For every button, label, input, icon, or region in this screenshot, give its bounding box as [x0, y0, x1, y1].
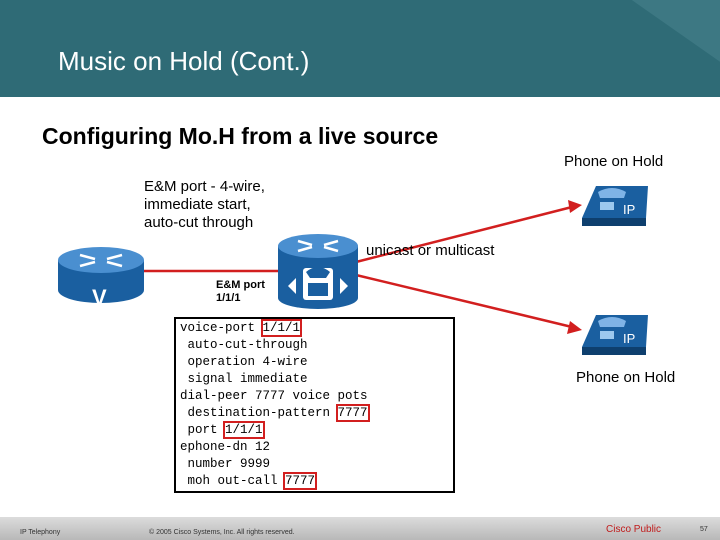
config-line: destination-pattern 7777 — [180, 404, 370, 422]
em-port-label-line: E&M port — [216, 279, 265, 291]
header-bar: Music on Hold (Cont.) — [0, 0, 720, 97]
config-line: moh out-call 7777 — [180, 472, 318, 490]
em-port-label-line: 1/1/1 — [216, 292, 241, 304]
config-text: destination-pattern — [180, 406, 338, 420]
moh-gateway-icon — [278, 234, 358, 309]
ip-phone-top-badge: IP — [623, 202, 635, 217]
em-port-label: E&M port 1/1/1 — [216, 279, 265, 305]
footer-course: IP Telephony — [20, 529, 61, 536]
router-badge: V — [92, 285, 107, 310]
link-label: unicast or multicast — [366, 242, 495, 259]
link-gateway-to-phone-bottom — [355, 273, 573, 329]
config-highlight: 1/1/1 — [260, 319, 303, 337]
config-line: auto-cut-through — [180, 338, 308, 352]
ip-phone-bottom-icon — [582, 315, 648, 355]
config-line: signal immediate — [180, 372, 308, 386]
em-description-line: E&M port - 4-wire, — [144, 178, 265, 195]
slide-title: Music on Hold (Cont.) — [58, 46, 310, 76]
config-line: dial-peer 7777 voice pots — [180, 389, 368, 403]
footer-copyright: © 2005 Cisco Systems, Inc. All rights re… — [149, 529, 295, 536]
phone-top-label: Phone on Hold — [564, 153, 664, 170]
page-number: 57 — [700, 526, 708, 533]
footer-classification: Cisco Public — [606, 524, 662, 535]
config-text: moh out-call — [180, 474, 286, 488]
config-line: number 9999 — [180, 457, 271, 471]
config-text: voice-port — [180, 321, 263, 335]
em-description: E&M port - 4-wire, immediate start, auto… — [144, 178, 265, 232]
config-line: operation 4-wire — [180, 355, 308, 369]
config-line: ephone-dn 12 — [180, 440, 271, 454]
phone-bottom-label: Phone on Hold — [576, 369, 676, 386]
ip-phone-top-icon — [582, 186, 648, 226]
config-highlight: 7777 — [335, 404, 370, 422]
slide-subtitle: Configuring Mo.H from a live source — [42, 123, 439, 149]
footer-bar — [0, 517, 720, 540]
em-description-line: immediate start, — [144, 196, 251, 213]
em-description-line: auto-cut through — [144, 214, 254, 231]
ip-phone-bottom-badge: IP — [623, 331, 635, 346]
arrowhead-bottom — [567, 321, 582, 334]
config-line: voice-port 1/1/1 — [180, 319, 303, 337]
arrowhead-top — [568, 200, 582, 213]
link-gateway-to-phone-top — [355, 205, 573, 264]
config-line: port 1/1/1 — [180, 421, 265, 439]
config-text: port — [180, 423, 226, 437]
config-highlight: 7777 — [283, 472, 318, 490]
config-highlight: 1/1/1 — [223, 421, 265, 439]
voice-router-icon — [58, 247, 144, 303]
config-box: voice-port 1/1/1 auto-cut-through operat… — [174, 317, 455, 493]
